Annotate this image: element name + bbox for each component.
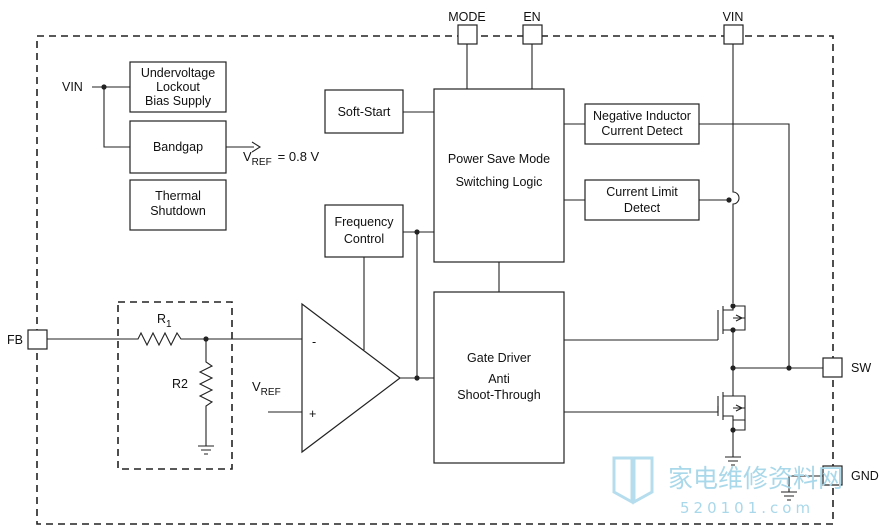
gate-line-1: Gate Driver xyxy=(467,351,531,365)
hs-source-junction xyxy=(730,327,736,333)
ls-fet-body xyxy=(723,395,746,430)
ls-fet-arrow-icon xyxy=(735,404,744,412)
r2-label: R2 xyxy=(172,377,188,391)
divider-ground-icon xyxy=(198,445,214,455)
ls-source-wire xyxy=(732,420,746,457)
current-sense-junction xyxy=(726,197,732,203)
soft-start-block xyxy=(324,89,404,134)
gnd-pin-wire xyxy=(788,475,823,492)
neg-ind-line-2: Current Detect xyxy=(601,124,683,138)
gate-line-3: Shoot-Through xyxy=(457,388,540,402)
uvlo-line-2: Lockout xyxy=(156,80,200,94)
vin-pin-label: VIN xyxy=(723,10,744,24)
r1-label: R1 xyxy=(157,312,172,330)
vref-input-label: VREF xyxy=(252,379,281,398)
hs-fet-gate xyxy=(717,306,724,334)
chip-boundary xyxy=(36,35,834,525)
en-pin xyxy=(522,24,543,45)
hs-gate-wire xyxy=(564,330,719,341)
psm-line-2: Switching Logic xyxy=(456,175,543,189)
ls-gate-wire xyxy=(564,406,719,413)
amp-out-junction xyxy=(414,375,420,381)
sw-pin xyxy=(822,357,843,378)
freq-line-1: Frequency xyxy=(334,215,394,229)
vin-input-label: VIN xyxy=(62,80,83,94)
sw-pin-label: SW xyxy=(851,361,871,375)
hs-fet-arrow-icon xyxy=(735,314,744,322)
negative-inductor-detect-block xyxy=(584,103,700,145)
neg-sense-wire xyxy=(699,123,790,368)
freq-line-2: Control xyxy=(344,232,384,246)
gnd-pin-label: GND xyxy=(851,469,879,483)
soft-start-label: Soft-Start xyxy=(338,105,391,119)
watermark-title: 家电维修资料网 xyxy=(668,464,843,493)
hs-fet-source xyxy=(723,329,734,348)
r2-resistor xyxy=(198,339,214,446)
gnd-symbol-icon xyxy=(781,491,797,501)
cur-limit-line-1: Current Limit xyxy=(606,185,678,199)
vin-junction xyxy=(101,84,107,90)
uvlo-block xyxy=(129,61,227,113)
uvlo-line-1: Undervoltage xyxy=(141,66,215,80)
watermark-url: 520101.com xyxy=(680,499,814,517)
frequency-control-block xyxy=(324,204,404,258)
mode-pin-label: MODE xyxy=(448,10,486,24)
vref-arrow-icon xyxy=(251,141,262,153)
en-pin-label: EN xyxy=(523,10,540,24)
thermal-shutdown-block xyxy=(129,179,227,231)
ls-ground-icon xyxy=(725,456,741,466)
fb-pin-label: FB xyxy=(7,333,23,347)
error-amplifier xyxy=(301,302,401,454)
current-limit-detect-block xyxy=(584,179,700,221)
mode-pin xyxy=(457,24,478,45)
feedback-divider-box xyxy=(117,301,233,470)
fb-pin xyxy=(27,329,48,350)
bandgap-label: Bandgap xyxy=(153,140,203,154)
uvlo-line-3: Bias Supply xyxy=(145,94,212,108)
vref-output-label: VREF= 0.8 V xyxy=(243,149,320,168)
power-save-logic-block xyxy=(433,88,565,263)
vin-rail xyxy=(732,44,740,303)
psm-line-1: Power Save Mode xyxy=(448,152,550,166)
amp-output-wires xyxy=(400,232,434,379)
r1-resistor xyxy=(47,331,302,347)
watermark-logo-icon xyxy=(612,456,654,505)
gate-driver-block xyxy=(433,291,565,464)
amp-plus-label: + xyxy=(309,407,316,421)
thermal-line-1: Thermal xyxy=(155,189,201,203)
amp-minus-label: - xyxy=(312,335,316,349)
thermal-line-2: Shutdown xyxy=(150,204,206,218)
vin-pin xyxy=(723,24,744,45)
freq-junction xyxy=(414,229,420,235)
cur-limit-line-2: Detect xyxy=(624,201,661,215)
gate-line-2: Anti xyxy=(488,372,510,386)
mode-en-wires xyxy=(466,44,533,89)
vin-bias-wires xyxy=(92,86,130,148)
neg-ind-line-1: Negative Inductor xyxy=(593,109,691,123)
bandgap-block xyxy=(129,120,227,174)
